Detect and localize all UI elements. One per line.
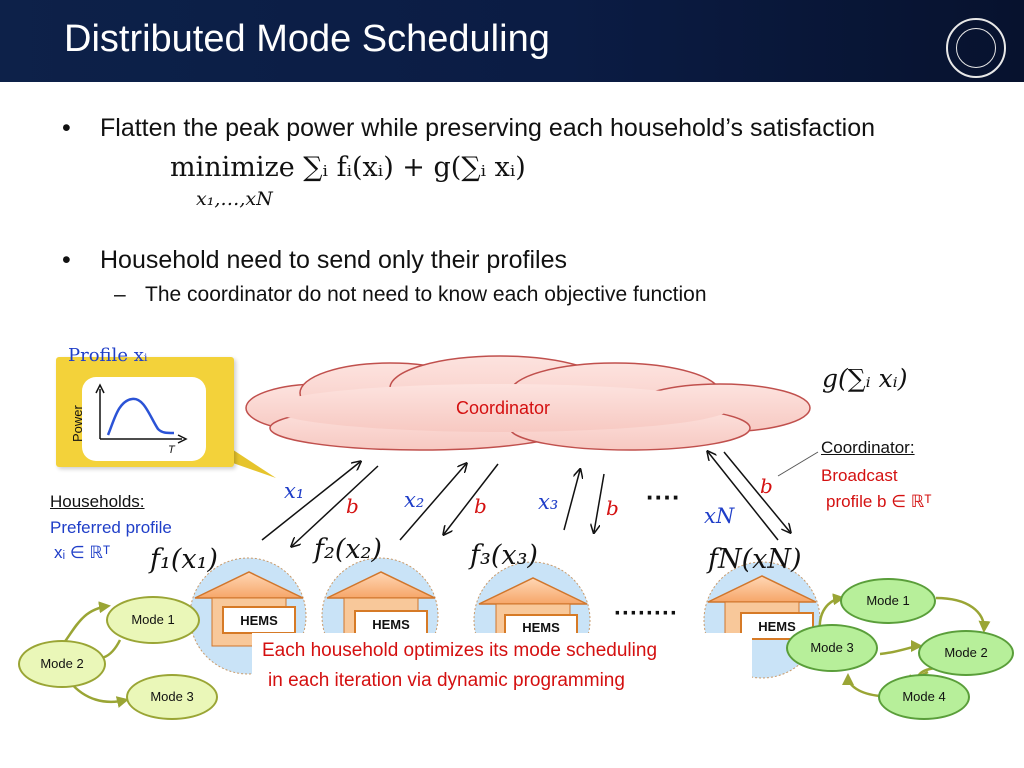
hems-box-1: HEMS (222, 606, 296, 634)
arrow-b-down-3 (594, 473, 605, 532)
dp-note-line1: Each household optimizes its mode schedu… (262, 640, 658, 661)
mode-right-arrow-3-2 (879, 640, 923, 656)
university-seal-icon (946, 18, 1006, 78)
dp-note-line2: in each iteration via dynamic programmin… (268, 670, 625, 691)
sub-bullet-dash: – (114, 283, 126, 306)
dots-top: ···· (646, 482, 681, 512)
profile-curve (106, 397, 175, 436)
households-note-line1: Preferred profile (50, 518, 172, 537)
bullet-2: Household need to send only their profil… (100, 246, 567, 274)
bullet-dot-1: • (62, 114, 71, 142)
profile-plot (95, 383, 188, 444)
dots-mid: ········ (614, 600, 678, 627)
label-b3: b (606, 496, 619, 520)
mode-left-1: Mode 1 (106, 596, 200, 644)
mode-right-2: Mode 2 (918, 630, 1014, 676)
profile-y-arrow (95, 383, 105, 394)
title-bar (0, 0, 1024, 82)
household-N-objective: fN(xN) (708, 544, 802, 575)
objective-formula-subscript: x₁,…,xN (196, 188, 273, 210)
households-note-title: Households: (50, 492, 145, 511)
coordinator-note-title: Coordinator: (821, 438, 915, 457)
mode-right-1: Mode 1 (840, 578, 936, 624)
slide-title: Distributed Mode Scheduling (64, 18, 550, 60)
mode-right-arrow-4-3 (842, 673, 881, 698)
household-2-objective: f₂(x₂) (314, 534, 382, 565)
profile-t-axis-label: T (168, 444, 175, 456)
profile-label: Profile xᵢ (68, 345, 148, 366)
arrow-x2-up (399, 464, 466, 541)
dp-note-box (252, 633, 752, 699)
arrow-xN-up (708, 452, 779, 541)
bullet-dot-2: • (62, 246, 71, 274)
mode-right-4: Mode 4 (878, 674, 970, 720)
household-1-objective: f₁(x₁) (150, 544, 218, 575)
label-b2: b (474, 494, 487, 518)
arrow-x3-up (563, 470, 580, 531)
profile-x-arrow (177, 434, 188, 444)
label-b1: b (346, 494, 359, 518)
arrow-b-down-2 (444, 463, 499, 534)
label-x2: x₂ (404, 488, 425, 512)
label-bN: b (760, 474, 773, 498)
arrow-b-down-N (723, 451, 790, 532)
mode-left-2: Mode 2 (18, 640, 106, 688)
objective-formula: minimize ∑ᵢ fᵢ(xᵢ) + g(∑ᵢ xᵢ) (170, 152, 526, 183)
coordinator-objective: g(∑ᵢ xᵢ) (822, 364, 908, 393)
mode-left-3: Mode 3 (126, 674, 218, 720)
label-x3: x₃ (538, 490, 559, 514)
label-xN: xN (704, 504, 735, 528)
bullet-1: Flatten the peak power while preserving … (100, 114, 875, 142)
sub-bullet-1: The coordinator do not need to know each… (145, 283, 707, 306)
mode-right-arrow-1-2 (935, 596, 991, 633)
household-3-objective: f₃(x₃) (470, 540, 538, 571)
arrow-b-down-1 (292, 465, 379, 546)
coordinator-leader (777, 451, 819, 477)
coordinator-note-line1: Broadcast (821, 466, 898, 485)
label-x1: x₁ (284, 479, 305, 503)
mode-right-3: Mode 3 (786, 624, 878, 672)
profile-power-axis-label: Power (70, 405, 85, 442)
arrow-x1-up (261, 462, 360, 541)
coordinator-label: Coordinator (456, 398, 551, 418)
coordinator-note-line2: profile b ∈ ℝᵀ (826, 492, 932, 511)
households-note-line2: xᵢ ∈ ℝᵀ (54, 543, 111, 562)
